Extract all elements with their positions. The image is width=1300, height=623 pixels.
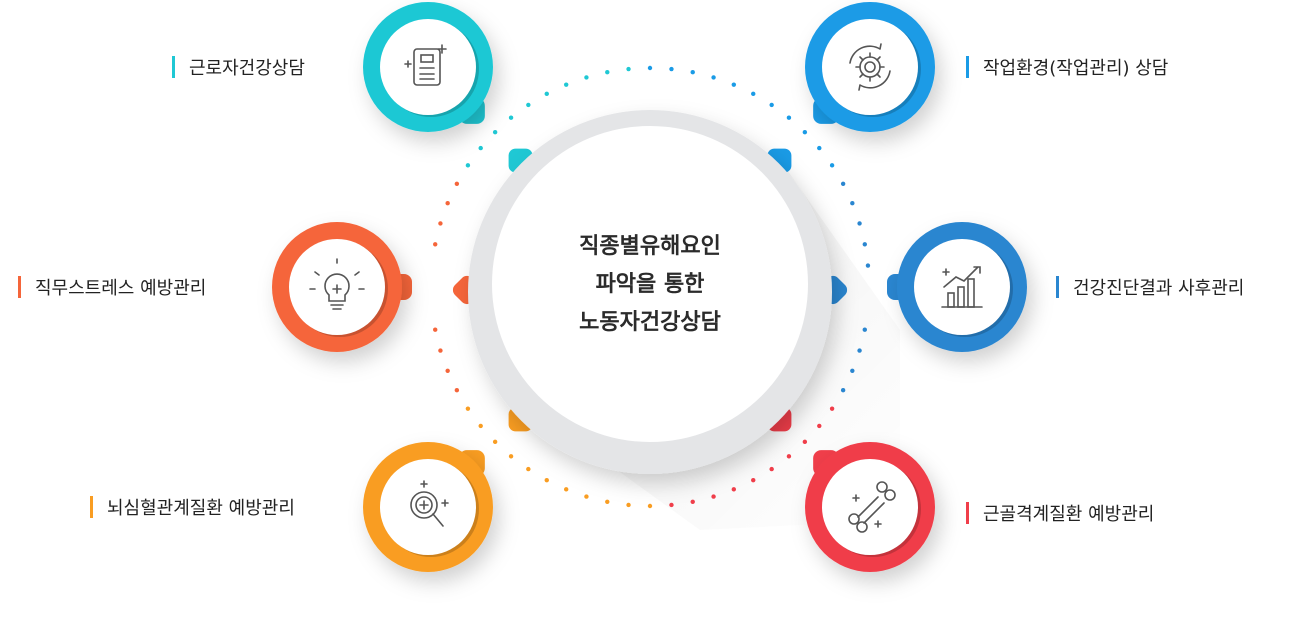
orbit-dot [850, 368, 855, 374]
node-r [887, 222, 1027, 352]
label-bar [1056, 276, 1059, 298]
node-bl [363, 442, 493, 572]
label-r: 건강진단결과 사후관리 [1056, 273, 1244, 301]
orbit-dot [465, 406, 471, 411]
orbit-dot [647, 65, 653, 71]
node-tr [805, 2, 935, 132]
center-title-line: 직종별유해요인 [579, 234, 721, 259]
orbit-dot [584, 494, 589, 499]
orbit-dot [433, 242, 438, 247]
label-br: 근골격계질환 예방관리 [966, 499, 1154, 527]
orbit-dot [626, 502, 631, 508]
label-bar [966, 56, 969, 78]
center-inner [492, 126, 808, 442]
center-title-line: 노동자건강상담 [579, 310, 721, 335]
label-tl: 근로자건강상담 [172, 53, 305, 81]
orbit-dot [544, 477, 549, 483]
bone-icon [848, 481, 896, 533]
orbit-dot [802, 439, 808, 445]
orbit-dot [711, 75, 716, 80]
label-text: 뇌심혈관계질환 예방관리 [107, 498, 295, 519]
orbit-dot [862, 327, 867, 332]
orbit-dot [478, 423, 483, 429]
orbit-dot [690, 499, 695, 504]
center-title-line: 파악을 통한 [595, 272, 705, 297]
center-title: 직종별유해요인 파악을 통한 노동자건강상담 [500, 228, 800, 342]
label-text: 직무스트레스 예방관리 [35, 278, 207, 299]
orbit-dot [508, 454, 514, 459]
orbit-dot [544, 91, 549, 97]
document-icon [404, 44, 447, 86]
dotted-orbit [433, 65, 871, 509]
node-face [380, 19, 476, 115]
node-face [822, 19, 918, 115]
orbit-dot [433, 327, 438, 332]
orbit-dot [584, 75, 589, 80]
orbit-dot [478, 145, 483, 151]
node-br [805, 442, 935, 572]
label-l: 직무스트레스 예방관리 [18, 273, 206, 301]
orbit-dot [857, 221, 862, 226]
node-l [272, 222, 412, 352]
node-tl [363, 2, 493, 132]
label-bar [172, 56, 175, 78]
orbit-dot [850, 200, 855, 206]
orbit-dot [526, 466, 531, 472]
orbit-dot [769, 466, 774, 472]
label-bar [966, 502, 969, 524]
orbit-dot [711, 494, 716, 499]
orbit-dot [669, 66, 674, 72]
orbit-dot [731, 82, 737, 87]
orbit-dot [438, 221, 443, 226]
orbit-dot [438, 348, 443, 353]
magnifier-icon [410, 480, 449, 527]
orbit-dot [526, 102, 531, 108]
orbit-dot [862, 242, 867, 247]
orbit-dot [605, 499, 610, 504]
orbit-dot [563, 82, 569, 87]
label-text: 작업환경(작업관리) 상담 [983, 58, 1169, 79]
label-text: 건강진단결과 사후관리 [1073, 278, 1245, 299]
label-text: 근골격계질환 예방관리 [983, 504, 1155, 525]
label-bl: 뇌심혈관계질환 예방관리 [90, 493, 295, 521]
orbit-dot [786, 454, 792, 459]
orbit-dot [840, 388, 846, 393]
orbit-dot [465, 163, 471, 168]
orbit-dot [563, 487, 569, 492]
orbit-dot [786, 115, 792, 120]
node-face [380, 459, 476, 555]
orbit-dot [690, 70, 695, 75]
orbit-dot [817, 423, 822, 429]
gear-cycle-icon [849, 43, 891, 91]
orbit-dot [829, 406, 835, 411]
orbit-dot [802, 129, 808, 135]
orbit-dot [751, 91, 756, 97]
orbit-dot [840, 181, 846, 186]
orbit-dot [817, 145, 822, 151]
orbit-dot [751, 477, 756, 483]
growth-chart-icon [941, 266, 983, 308]
orbit-dot [445, 200, 450, 206]
node-face [822, 459, 918, 555]
orbit-dot [626, 66, 631, 72]
orbit-dot [769, 102, 774, 108]
orbit-dot [508, 115, 514, 120]
lightbulb-icon [309, 258, 365, 310]
label-text: 근로자건강상담 [189, 58, 305, 79]
orbit-dot [669, 502, 674, 508]
orbit-dot [857, 348, 862, 353]
orbit-dot [731, 487, 737, 492]
orbit-dot [647, 503, 653, 509]
label-bar [18, 276, 21, 298]
orbit-dot [454, 388, 460, 393]
orbit-dot [492, 129, 498, 135]
orbit-dot [829, 163, 835, 168]
orbit-dot [605, 70, 610, 75]
orbit-dot [865, 263, 871, 268]
orbit-dot [492, 439, 498, 445]
label-tr: 작업환경(작업관리) 상담 [966, 53, 1168, 81]
label-bar [90, 496, 93, 518]
orbit-dot [445, 368, 450, 374]
orbit-dot [454, 181, 460, 186]
